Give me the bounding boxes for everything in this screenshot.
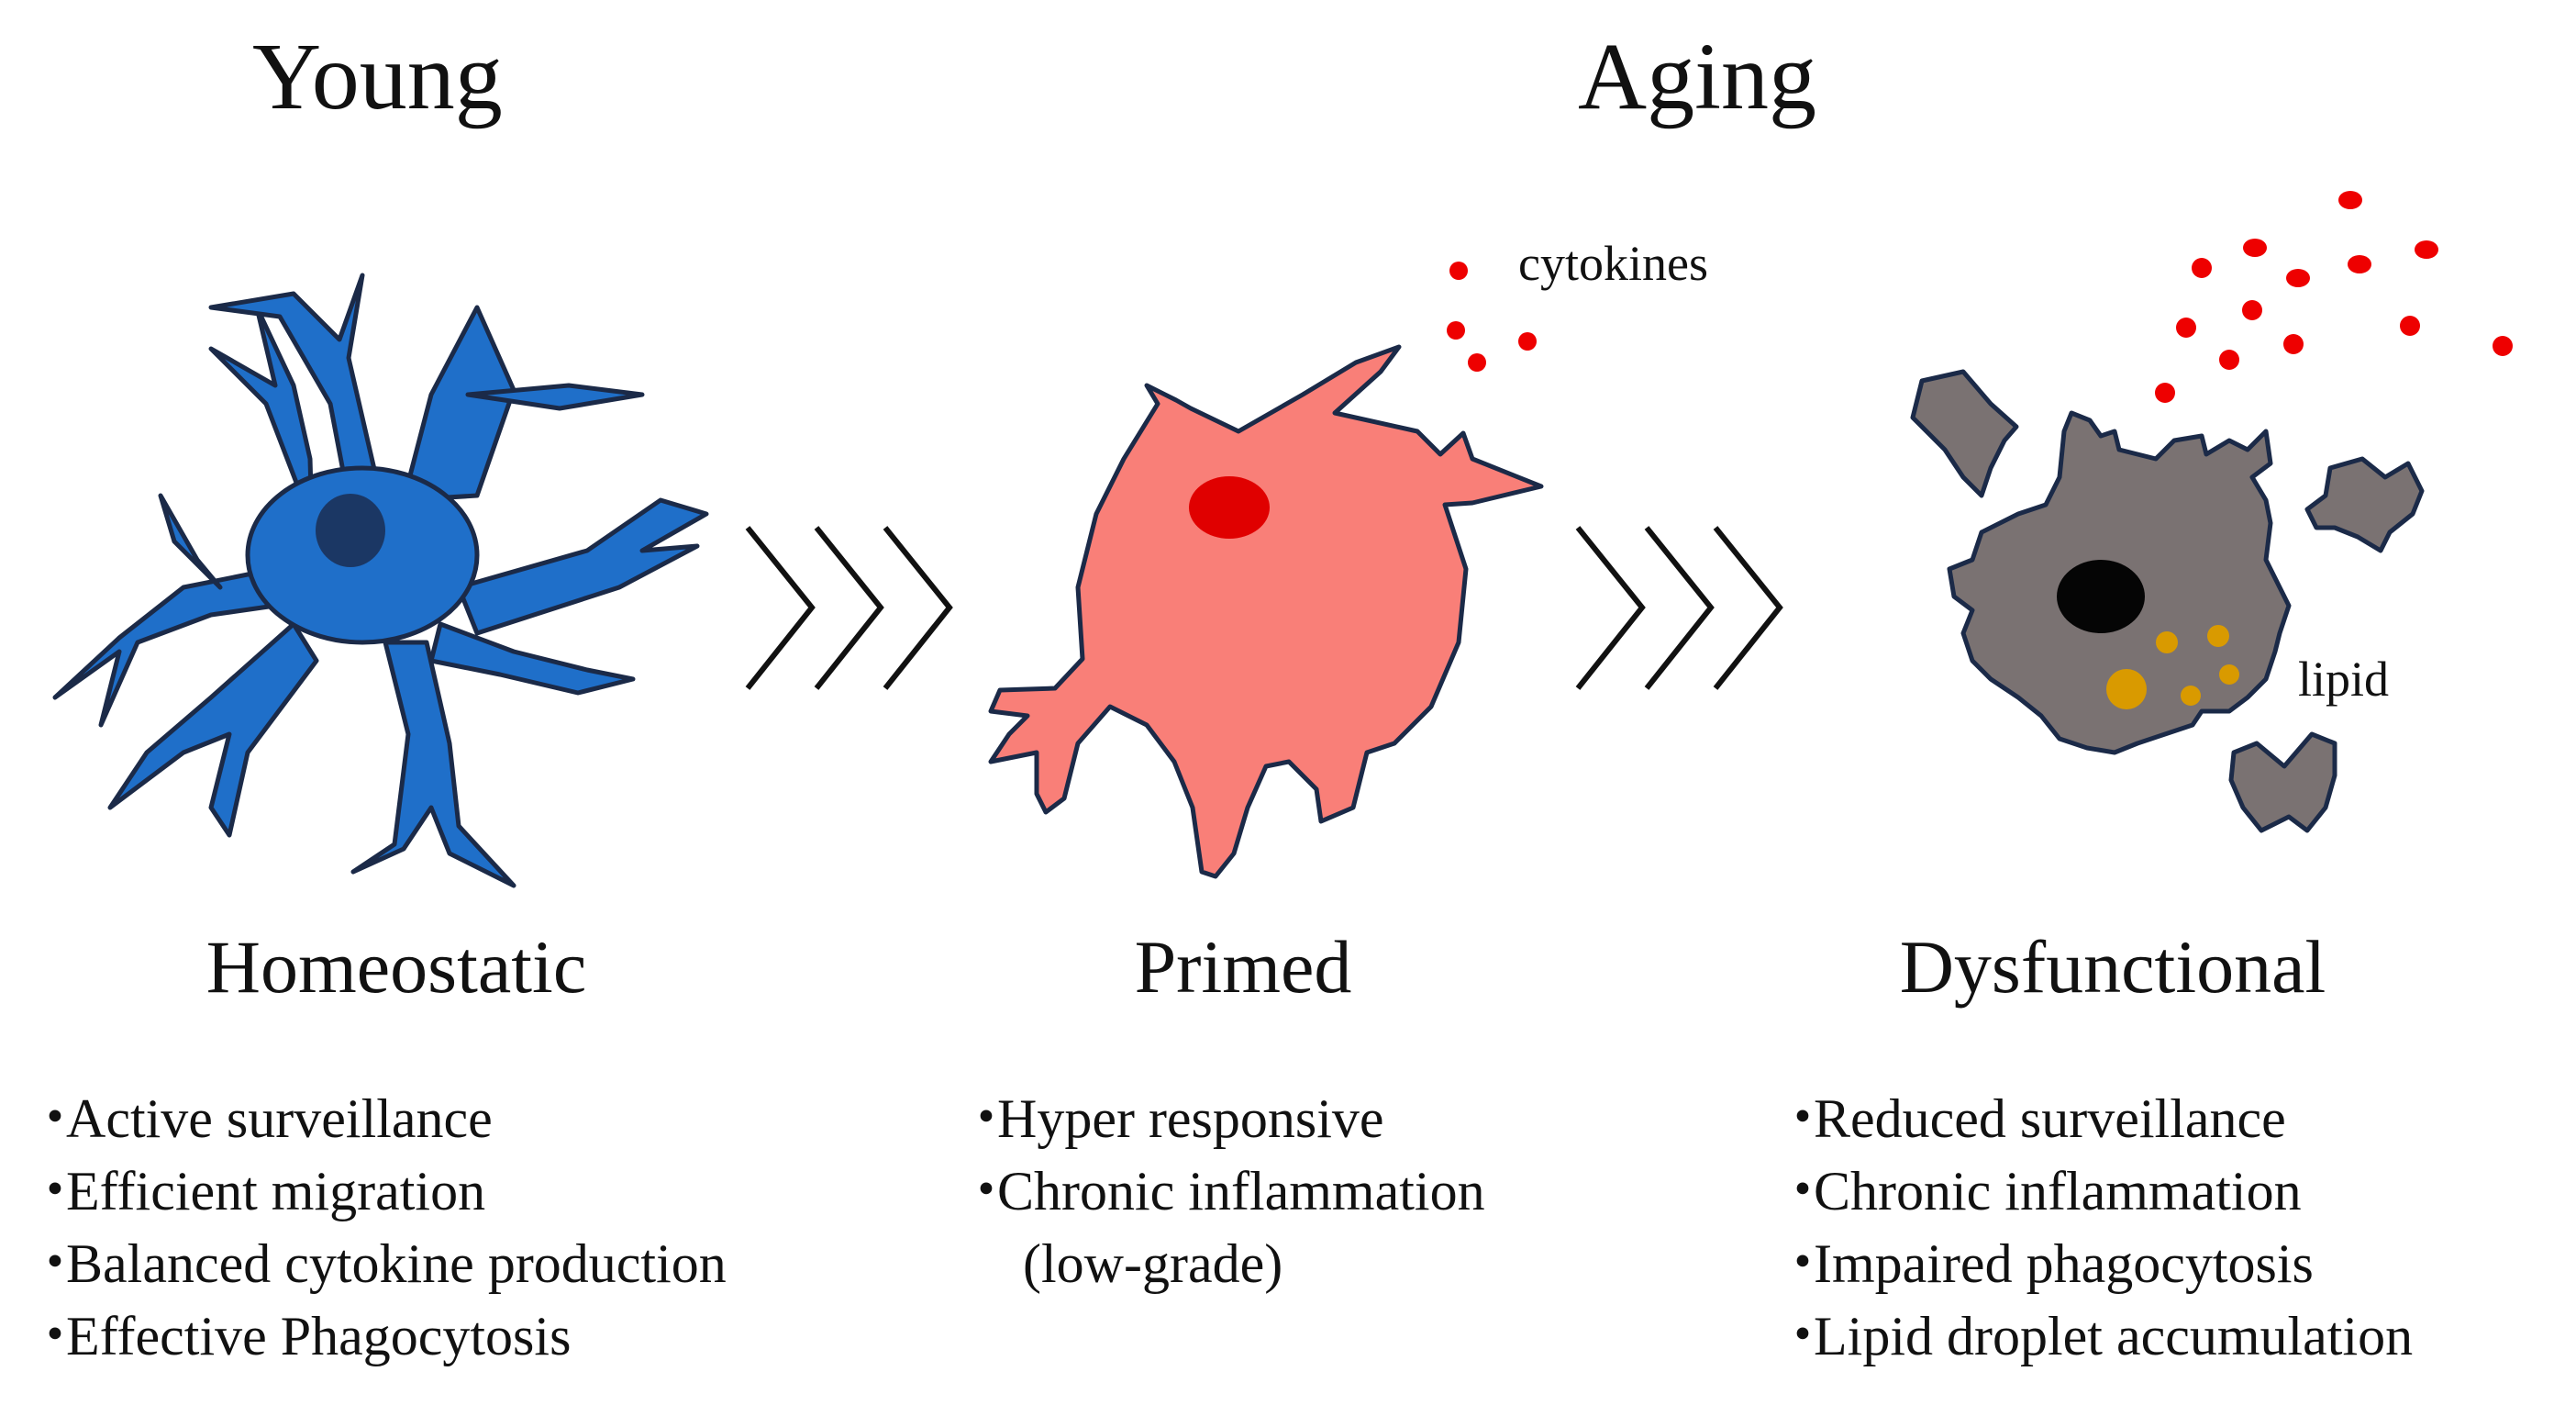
cytokine-dots-primed — [1447, 262, 1537, 372]
primed-nucleus — [1189, 476, 1270, 539]
bullet: ・ — [1775, 1233, 1830, 1294]
lipid-label: lipid — [2298, 652, 2390, 707]
bullet: ・ — [28, 1233, 83, 1294]
dysfunctional-nucleus — [2057, 560, 2145, 633]
fragment-bottom — [2228, 731, 2337, 833]
fragment-top-left — [1910, 369, 2019, 498]
young-header: Young — [252, 24, 503, 129]
fragment-right — [2304, 456, 2425, 553]
lipid-droplets — [2106, 625, 2239, 709]
bullet: ・ — [1775, 1161, 1830, 1221]
transition-arrow-2 — [1575, 526, 1783, 690]
cytokine-dots-dysfunctional — [2155, 191, 2513, 403]
primed-label: Primed — [1134, 925, 1352, 1009]
trait-item: ・Lipid droplet accumulation — [1775, 1300, 2413, 1373]
homeostatic-label: Homeostatic — [205, 925, 587, 1009]
cytokines-label: cytokines — [1518, 236, 1708, 291]
bullet: ・ — [959, 1161, 1014, 1221]
trait-continuation: (low-grade) — [1023, 1233, 1283, 1294]
trait-item: ・Active surveillance — [28, 1083, 727, 1155]
bullet: ・ — [28, 1161, 83, 1221]
dysfunctional-label: Dysfunctional — [1899, 925, 2326, 1009]
bullet: ・ — [28, 1088, 83, 1149]
homeostatic-microglia — [52, 273, 709, 888]
dysfunctional-microglia — [1910, 369, 2425, 833]
homeostatic-traits: ・Active surveillance ・Efficient migratio… — [28, 1083, 727, 1373]
bullet: ・ — [959, 1088, 1014, 1149]
trait-item: ・Effective Phagocytosis — [28, 1300, 727, 1373]
trait-item: ・Impaired phagocytosis — [1775, 1228, 2413, 1300]
primed-traits: ・Hyper responsive ・Chronic inflammation … — [959, 1083, 1485, 1300]
dysfunctional-traits: ・Reduced surveillance ・Chronic inflammat… — [1775, 1083, 2413, 1373]
trait-item: ・Reduced surveillance — [1775, 1083, 2413, 1155]
trait-item: ・Chronic inflammation — [959, 1155, 1485, 1228]
transition-arrow-1 — [745, 526, 953, 690]
primed-microglia — [988, 344, 1544, 879]
aging-header: Aging — [1578, 24, 1816, 129]
trait-item: ・Balanced cytokine production — [28, 1228, 727, 1300]
trait-item: ・Chronic inflammation — [1775, 1155, 2413, 1228]
trait-item: ・Efficient migration — [28, 1155, 727, 1228]
bullet: ・ — [1775, 1306, 1830, 1366]
bullet: ・ — [28, 1306, 83, 1366]
primed-cell-body — [988, 344, 1544, 879]
bullet: ・ — [1775, 1088, 1830, 1149]
homeostatic-nucleus — [316, 494, 385, 567]
trait-item: ・Hyper responsive — [959, 1083, 1485, 1155]
homeostatic-processes — [52, 273, 709, 888]
